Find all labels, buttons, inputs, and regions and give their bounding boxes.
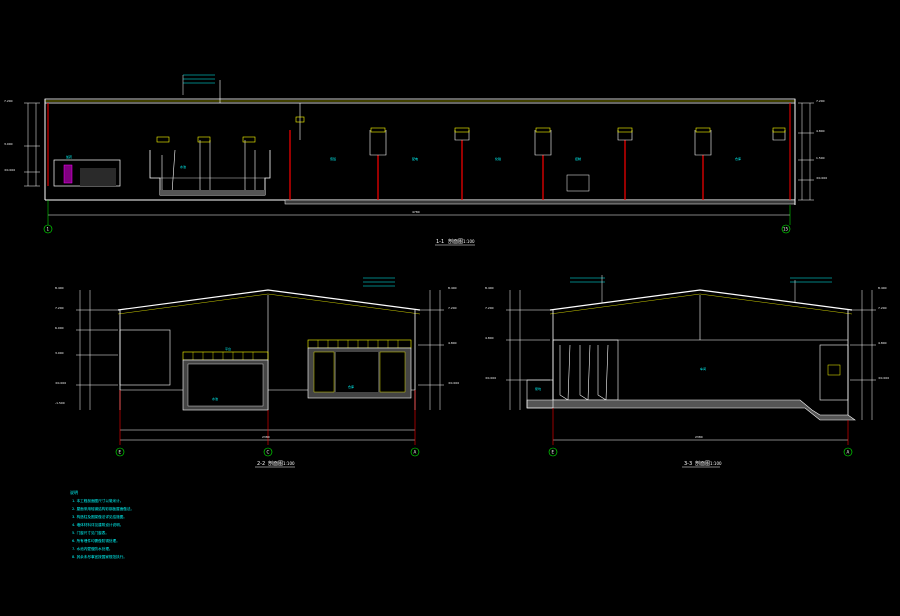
note-line: 5. 门窗尺寸见门窗表。 xyxy=(72,530,109,535)
s2-axis-left-bubble xyxy=(115,447,125,457)
note-line: 1. 本工程剖面图尺寸以毫米计。 xyxy=(72,498,123,503)
s1-right-elevation-scale xyxy=(798,102,814,201)
s3-axis-left-bubble xyxy=(548,447,558,457)
s1-pool xyxy=(149,136,271,196)
s2-elevation-label: 8.400 xyxy=(55,286,64,290)
s2-elevation-label: 8.400 xyxy=(448,286,457,290)
s1-axis-right-label: 15 xyxy=(783,227,789,232)
text-labels: 1-1 剖面图 1:100 4780 1 15 水池 加药 值班 配电 化验 控… xyxy=(4,99,889,559)
s3-axis-right-bubble xyxy=(843,447,853,457)
s2-tank xyxy=(182,351,269,411)
s1-left-elevation-scale xyxy=(24,102,40,187)
s3-axis-left-label: E xyxy=(552,450,555,455)
s2-elevation-label: 7.200 xyxy=(448,306,457,310)
s2-elevation-label: 4.800 xyxy=(448,341,457,345)
s3-roof xyxy=(549,289,853,311)
s2-room-label: 平台 xyxy=(225,346,231,351)
s2-axis-left-label: E xyxy=(119,450,122,455)
s3-scale: 1:100 xyxy=(710,461,722,466)
note-line: 8. 其余未尽事宜按国家规范执行。 xyxy=(72,554,127,559)
s3-tanks xyxy=(552,339,619,401)
section-3-3 xyxy=(506,275,876,468)
s1-axis-left-bubble xyxy=(43,224,53,234)
s2-elevation-label: 6.000 xyxy=(55,326,64,330)
s1-elevation-label: 4.800 xyxy=(816,129,825,133)
s2-scale: 1:100 xyxy=(283,461,295,466)
s3-total-dim: 2380 xyxy=(695,435,703,439)
s2-elevation-label: ±0.000 xyxy=(55,381,66,385)
s3-room-label: 泵坑 xyxy=(535,386,541,391)
s2-title: 2-2 xyxy=(257,461,265,467)
s3-elevation-label: 4.800 xyxy=(878,341,887,345)
s2-roof xyxy=(117,289,421,311)
s3-elevation-label: ±0.000 xyxy=(878,376,889,380)
s3-title: 3-3 xyxy=(684,461,692,467)
s2-elevation-label: 3.000 xyxy=(55,351,64,355)
s1-room-label: 控制 xyxy=(575,156,581,161)
s3-title-suffix: 剖面图 xyxy=(695,460,710,467)
s1-axis-right-bubble xyxy=(781,224,791,234)
note-line: 6. 所有埋件均需做防锈处理。 xyxy=(72,538,120,543)
s2-elevation-label: 7.200 xyxy=(55,306,64,310)
note-line: 4. 墙体材料详见建筑设计说明。 xyxy=(72,522,123,527)
s1-elevation-label: 3.000 xyxy=(4,142,13,146)
s1-axis-left-label: 1 xyxy=(47,227,50,232)
s3-elevation-label: 7.200 xyxy=(878,306,887,310)
s2-total-dim: 2380 xyxy=(262,435,270,439)
s1-elevation-label: 7.200 xyxy=(4,99,13,103)
s1-room-label: 加药 xyxy=(66,154,72,159)
note-line: 7. 水池内壁做防水处理。 xyxy=(72,546,113,551)
s2-elevation-label: -1.500 xyxy=(55,401,65,405)
s1-title-suffix: 剖面图 xyxy=(448,238,463,245)
s3-elevation-label: 4.800 xyxy=(485,336,494,340)
s1-room-label: 配电 xyxy=(412,156,418,161)
s2-axis-right-label: A xyxy=(414,450,417,455)
s2-axis-mid-label: C xyxy=(267,450,270,455)
s3-elevation-label: 7.200 xyxy=(485,306,494,310)
s1-room-label: 仓库 xyxy=(735,156,741,161)
s1-elevation-label: 7.200 xyxy=(816,99,825,103)
notes-heading: 说明 xyxy=(70,489,78,495)
s2-title-suffix: 剖面图 xyxy=(268,460,283,467)
s1-elevation-label: 1.500 xyxy=(816,156,825,160)
s2-room-label: 仓库 xyxy=(348,384,354,389)
note-line: 3. 构造柱及圈梁做法详见结施图。 xyxy=(72,514,127,519)
s1-room-label: 化验 xyxy=(495,156,501,161)
s3-elevation-label: ±0.000 xyxy=(485,376,496,380)
s2-elevation-label: ±0.000 xyxy=(448,381,459,385)
s1-room-label: 水池 xyxy=(180,164,186,169)
s2-platform xyxy=(307,339,412,399)
section-1-1 xyxy=(24,74,814,246)
s3-elevation-label: 8.400 xyxy=(878,286,887,290)
s2-room-label: 水池 xyxy=(212,396,218,401)
s3-room-label: 车间 xyxy=(700,366,706,371)
s2-axis-mid-bubble xyxy=(263,447,273,457)
s1-title: 1-1 xyxy=(436,239,444,245)
s1-room-label: 值班 xyxy=(330,156,336,161)
note-line: 2. 屋面采用轻钢结构彩钢板屋面做法。 xyxy=(72,506,134,511)
s3-elevation-label: 8.400 xyxy=(485,286,494,290)
s1-scale: 1:100 xyxy=(463,239,475,244)
section-2-2 xyxy=(76,277,444,468)
s3-floor-slab xyxy=(526,399,856,421)
s1-total-dim: 4780 xyxy=(412,210,420,214)
s1-elevation-label: ±0.000 xyxy=(816,176,827,180)
s2-axis-right-bubble xyxy=(410,447,420,457)
s1-elevation-label: ±0.000 xyxy=(4,168,15,172)
s3-axis-right-label: A xyxy=(847,450,850,455)
s1-bays xyxy=(289,103,786,200)
